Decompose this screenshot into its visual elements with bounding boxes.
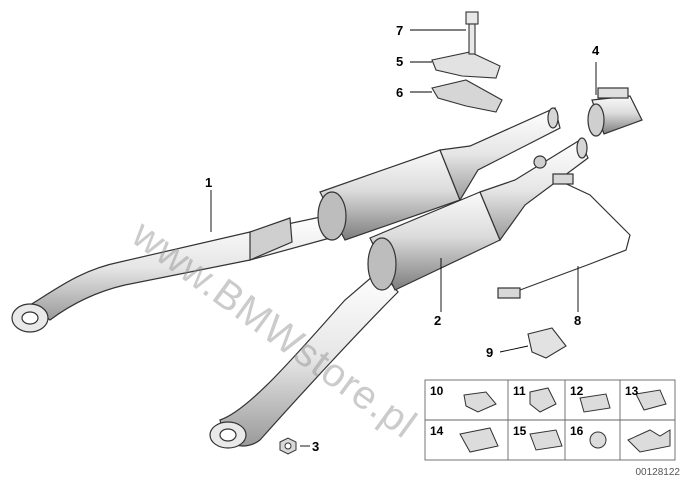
hex-nut-3 — [279, 437, 297, 455]
callout-3: 3 — [312, 439, 320, 454]
clip-label-16: 16 — [570, 424, 584, 438]
catalytic-converter-2 — [367, 137, 589, 291]
clip-grid — [424, 379, 676, 461]
callout-9: 9 — [486, 345, 494, 360]
callout-2: 2 — [434, 313, 442, 328]
clip-label-14: 14 — [430, 424, 444, 438]
clip-label-12: 12 — [570, 384, 584, 398]
exhaust-pipe-1 — [11, 214, 331, 333]
bracket-6 — [431, 79, 503, 113]
callout-8: 8 — [574, 313, 582, 328]
clip-label-13: 13 — [625, 384, 639, 398]
document-number: 00128122 — [635, 467, 681, 478]
exhaust-pipe-2 — [209, 269, 399, 449]
callout-6: 6 — [396, 85, 404, 100]
leader-lines — [210, 29, 597, 447]
callout-4: 4 — [592, 43, 600, 58]
catalytic-converter-1 — [317, 107, 561, 241]
callout-7: 7 — [396, 23, 404, 38]
clip-9 — [527, 327, 567, 359]
bolt-7 — [465, 11, 479, 55]
clip-grid-drawings — [459, 387, 671, 453]
callout-5: 5 — [396, 54, 404, 69]
bracket-5 — [431, 51, 501, 79]
callout-1: 1 — [205, 175, 213, 190]
clip-label-10: 10 — [430, 384, 444, 398]
clip-label-15: 15 — [513, 424, 527, 438]
clip-label-11: 11 — [513, 384, 526, 398]
pipe-clamp-4 — [587, 87, 643, 137]
